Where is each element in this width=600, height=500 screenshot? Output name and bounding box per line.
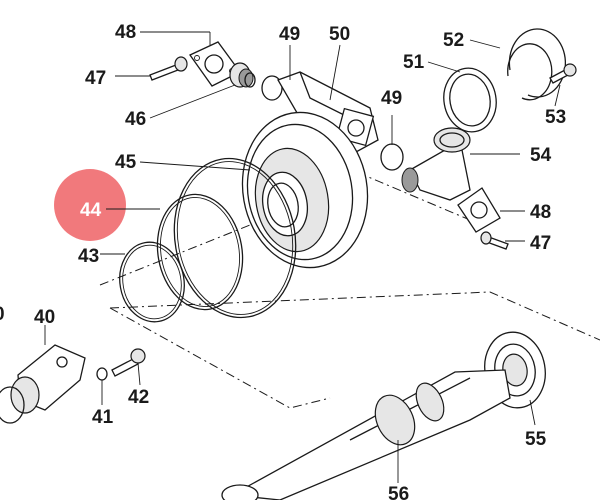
label-part-51: 51 <box>403 52 425 73</box>
label-partial-edge: 0 <box>0 304 5 325</box>
label-part-52: 52 <box>443 30 464 51</box>
part-51-ring[interactable] <box>439 64 501 136</box>
part-49-oring-right[interactable] <box>380 143 404 171</box>
label-part-54: 54 <box>530 145 552 166</box>
label-part-47-bottom: 47 <box>530 233 551 254</box>
label-part-43: 43 <box>78 246 99 267</box>
highlight-marker-44[interactable] <box>54 169 126 241</box>
part-53-screw[interactable] <box>549 63 577 84</box>
label-part-50: 50 <box>329 24 350 45</box>
part-48-flange-bottom[interactable] <box>457 187 501 233</box>
label-part-55: 55 <box>525 429 547 450</box>
label-part-47-top: 47 <box>85 68 106 89</box>
part-54-elbow[interactable] <box>401 127 471 201</box>
assembly-boundary-dashed <box>109 291 600 409</box>
part-46-nipple[interactable] <box>229 62 256 88</box>
part-40-cover[interactable] <box>0 344 86 424</box>
part-50-flange-disc[interactable] <box>230 102 379 277</box>
label-part-49-top: 49 <box>279 24 300 45</box>
part-42-bolt[interactable] <box>111 348 146 377</box>
label-part-44: 44 <box>80 200 102 221</box>
label-part-45: 45 <box>115 152 137 173</box>
part-47-bolt-bottom[interactable] <box>480 231 509 250</box>
leader-lines <box>44 31 561 483</box>
part-43-small-oring[interactable] <box>114 237 191 327</box>
label-part-49-right: 49 <box>381 88 402 109</box>
part-52-circlip[interactable] <box>508 28 566 98</box>
part-41-washer[interactable] <box>96 367 108 381</box>
part-45-large-oring[interactable] <box>162 149 308 327</box>
part-47-bolt-top[interactable] <box>149 56 188 81</box>
label-part-41: 41 <box>92 407 114 428</box>
part-56-shaft[interactable] <box>221 369 511 500</box>
part-44-oring[interactable] <box>149 188 252 317</box>
label-part-48-bottom: 48 <box>530 202 551 223</box>
label-part-53: 53 <box>545 107 566 128</box>
label-part-46: 46 <box>125 109 146 130</box>
label-part-48-top: 48 <box>115 22 136 43</box>
label-part-56: 56 <box>388 484 409 500</box>
label-part-40: 40 <box>34 307 55 328</box>
label-part-42: 42 <box>128 387 149 408</box>
